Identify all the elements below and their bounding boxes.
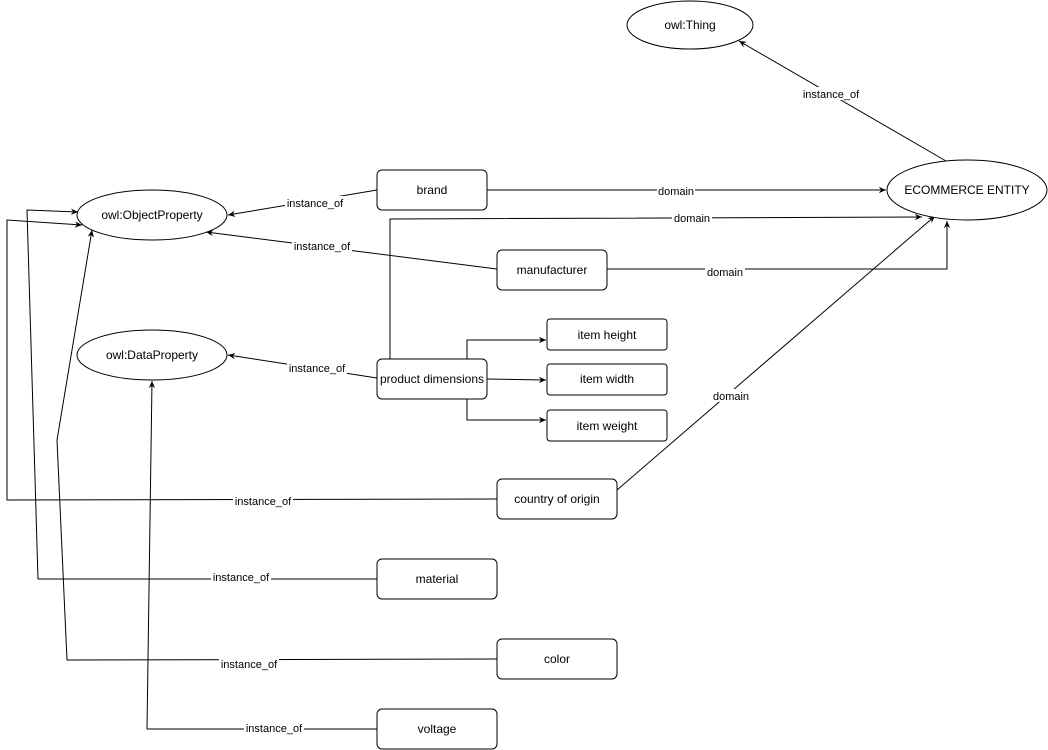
edge-ecommerce-to-thing[interactable]	[738, 40, 947, 162]
node-product-dimensions[interactable]: product dimensions	[376, 358, 488, 400]
node-material-label: material	[416, 572, 459, 586]
node-voltage-label: voltage	[418, 722, 457, 736]
edge-label-country-objprop: instance_of	[235, 496, 292, 508]
edge-label-dims-dataprop: instance_of	[289, 363, 346, 375]
node-item-width-label: item width	[580, 372, 634, 386]
node-manufacturer-label: manufacturer	[517, 263, 588, 277]
node-color-label: color	[544, 652, 570, 666]
edge-label-dims-domain: domain	[674, 213, 710, 225]
edge-dimensions-to-weight[interactable]	[466, 399, 546, 424]
nodes: owl:Thing ECOMMERCE ENTITY owl:ObjectPro…	[76, 0, 1048, 750]
node-ecommerce-entity[interactable]: ECOMMERCE ENTITY	[886, 159, 1048, 221]
node-item-height-label: item height	[578, 328, 637, 342]
node-owl-objectproperty-label: owl:ObjectProperty	[101, 208, 202, 222]
edge-label-brand-objprop: instance_of	[287, 198, 344, 210]
edge-dimensions-to-width[interactable]	[486, 376, 547, 384]
edge-label-voltage-dataprop: instance_of	[246, 723, 303, 735]
node-item-weight-label: item weight	[577, 419, 638, 433]
node-color[interactable]: color	[496, 638, 618, 680]
edge-label-manufacturer-domain: domain	[707, 267, 743, 279]
edge-label-material-objprop: instance_of	[213, 572, 270, 584]
edge-manufacturer-domain[interactable]	[607, 221, 951, 270]
node-country-of-origin[interactable]: country of origin	[496, 478, 618, 520]
node-item-weight[interactable]: item weight	[546, 409, 668, 442]
edge-dimensions-domain[interactable]	[389, 213, 923, 359]
node-manufacturer[interactable]: manufacturer	[496, 249, 608, 291]
edge-labels: instance_of instance_of domain domain in…	[211, 87, 861, 735]
node-item-width[interactable]: item width	[546, 363, 668, 396]
edge-color-to-objectproperty[interactable]	[56, 229, 498, 661]
edge-country-domain[interactable]	[616, 215, 936, 491]
edge-label-country-domain: domain	[713, 391, 749, 403]
node-ecommerce-entity-label: ECOMMERCE ENTITY	[904, 183, 1029, 197]
node-brand-label: brand	[417, 183, 448, 197]
node-owl-thing-label: owl:Thing	[664, 18, 715, 32]
node-brand[interactable]: brand	[376, 169, 488, 211]
node-owl-thing[interactable]: owl:Thing	[626, 0, 754, 50]
edge-label-brand-domain: domain	[658, 186, 694, 198]
edge-label-ecommerce-thing: instance_of	[803, 89, 860, 101]
node-item-height[interactable]: item height	[546, 318, 668, 351]
node-owl-objectproperty[interactable]: owl:ObjectProperty	[76, 189, 228, 241]
edge-dimensions-to-height[interactable]	[466, 336, 546, 359]
node-owl-dataproperty-label: owl:DataProperty	[106, 348, 198, 362]
node-voltage[interactable]: voltage	[376, 708, 498, 750]
node-material[interactable]: material	[376, 558, 498, 600]
node-owl-dataproperty[interactable]: owl:DataProperty	[76, 329, 228, 381]
edge-label-color-objprop: instance_of	[221, 659, 278, 671]
edge-label-manufacturer-objprop: instance_of	[294, 241, 351, 253]
edge-voltage-to-dataproperty[interactable]	[146, 380, 377, 730]
node-country-of-origin-label: country of origin	[514, 492, 599, 506]
node-product-dimensions-label: product dimensions	[380, 372, 484, 386]
edge-material-to-objectproperty[interactable]	[26, 208, 377, 580]
